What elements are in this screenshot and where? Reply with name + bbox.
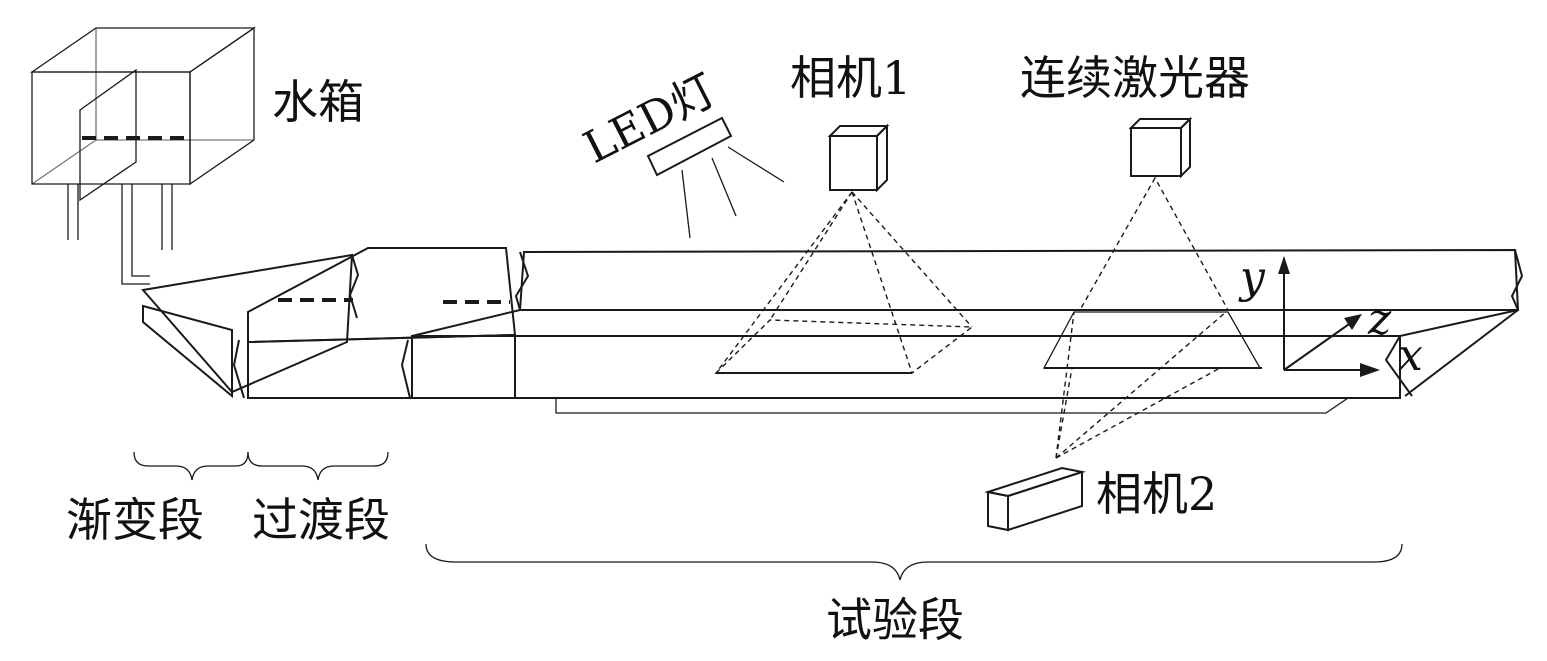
camera-2: [984, 311, 1227, 532]
transition-section: [232, 247, 517, 399]
z-axis-label: z: [1367, 294, 1392, 345]
test-section-flume: [411, 248, 1524, 414]
continuous-laser: [1042, 116, 1262, 369]
gradual-section-label: 渐变段: [66, 493, 204, 547]
camera-1-label: 相机1: [790, 51, 911, 105]
test-section-label: 试验段: [826, 593, 964, 647]
camera-1: [714, 123, 974, 374]
water-tank-label: 水箱: [272, 75, 364, 129]
braces: [133, 451, 1403, 581]
water-tank: [29, 26, 257, 285]
transition-section-label: 过渡段: [252, 493, 390, 547]
laser-label: 连续激光器: [1020, 51, 1250, 105]
x-axis-label: x: [1398, 330, 1423, 381]
led-light-label: LED灯: [576, 65, 724, 174]
y-axis-label: y: [1238, 252, 1266, 303]
gradual-section: [141, 253, 360, 399]
camera-2-label: 相机2: [1096, 467, 1217, 521]
led-light: [646, 116, 785, 239]
coordinate-axes: [1278, 256, 1380, 377]
